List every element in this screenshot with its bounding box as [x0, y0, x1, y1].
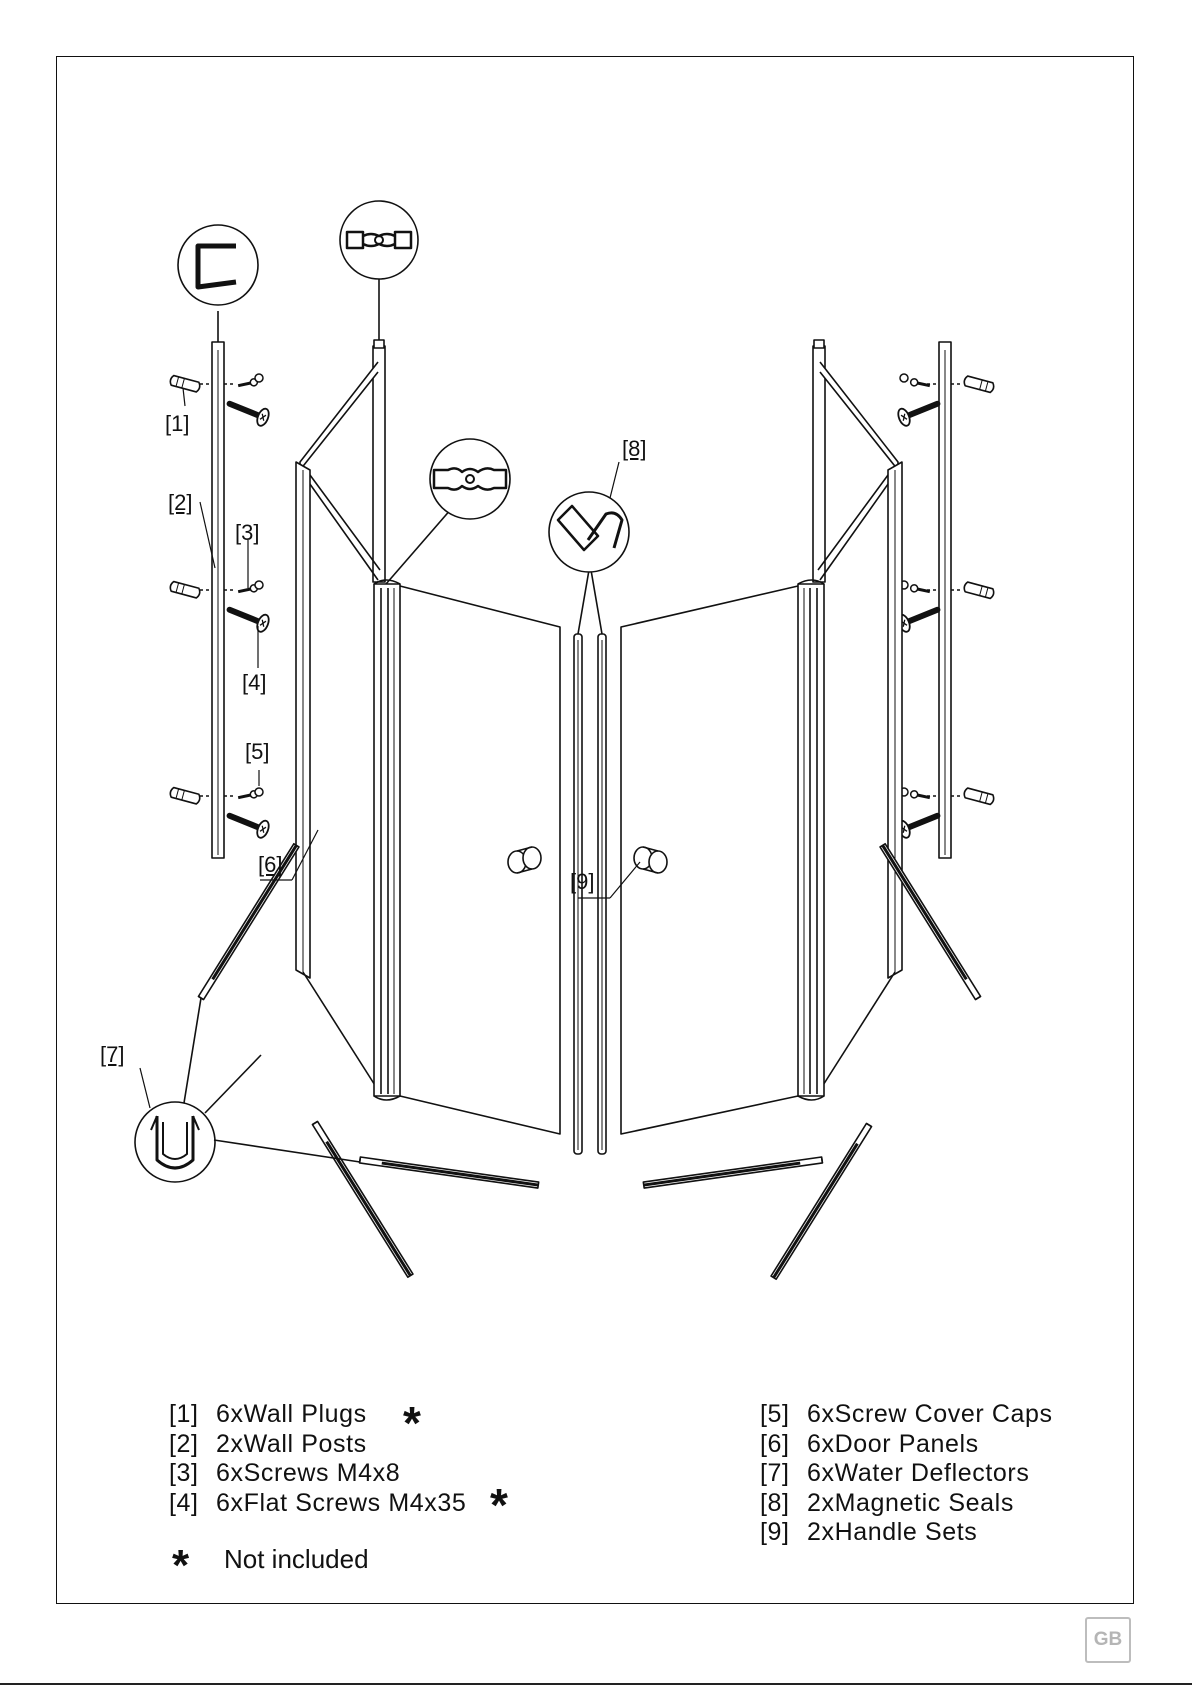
legend-code: [7]: [760, 1459, 807, 1489]
legend-code: [5]: [760, 1400, 807, 1430]
callout-6: [6]: [258, 854, 282, 876]
legend-item: [4]6xFlat Screws M4x35: [169, 1489, 466, 1519]
not-included-label: Not included: [224, 1544, 369, 1574]
callout-9: [9]: [570, 871, 594, 893]
left-panels: [296, 340, 560, 1134]
legend-item: [5]6xScrew Cover Caps: [760, 1400, 1053, 1430]
legend-text: 6xFlat Screws M4x35: [216, 1489, 466, 1517]
legend-item: [6]6xDoor Panels: [760, 1430, 1053, 1460]
callout-8: [8]: [622, 438, 646, 460]
legend-code: [9]: [760, 1518, 807, 1548]
water-deflectors: [135, 844, 981, 1279]
legend-text: 6xWall Plugs: [216, 1400, 367, 1428]
callout-1: [1]: [165, 413, 189, 435]
legend-text: 2xWall Posts: [216, 1430, 367, 1458]
right-panels: [621, 340, 902, 1134]
not-included-star-icon: *: [490, 1495, 508, 1515]
legend-item: [7]6xWater Deflectors: [760, 1459, 1053, 1489]
legend-code: [4]: [169, 1489, 216, 1519]
callout-2: [2]: [168, 492, 192, 514]
legend-text: 6xScrew Cover Caps: [807, 1400, 1053, 1428]
callout-5: [5]: [245, 741, 269, 763]
legend-item: [3]6xScrews M4x8: [169, 1459, 466, 1489]
not-included-note: *Not included: [172, 1544, 369, 1581]
legend-code: [8]: [760, 1489, 807, 1519]
legend-text: 6xDoor Panels: [807, 1430, 979, 1458]
legend-text: 6xScrews M4x8: [216, 1459, 400, 1487]
top-hinge-detail: [340, 201, 418, 340]
legend-code: [3]: [169, 1459, 216, 1489]
legend-code: [2]: [169, 1430, 216, 1460]
legend-item: [2]2xWall Posts: [169, 1430, 466, 1460]
callout-4: [4]: [242, 672, 266, 694]
star-icon: *: [172, 1551, 224, 1581]
callout-7: [7]: [100, 1044, 124, 1066]
magnetic-seals: [549, 492, 629, 1154]
legend-item: [1]6xWall Plugs: [169, 1400, 466, 1430]
parts-legend-left: [1]6xWall Plugs [2]2xWall Posts [3]6xScr…: [169, 1400, 466, 1518]
middle-hinge-detail: [386, 439, 510, 584]
legend-code: [1]: [169, 1400, 216, 1430]
callout-3: [3]: [235, 522, 259, 544]
legend-item: [9]2xHandle Sets: [760, 1518, 1053, 1548]
legend-text: 6xWater Deflectors: [807, 1459, 1029, 1487]
legend-code: [6]: [760, 1430, 807, 1460]
parts-legend-right: [5]6xScrew Cover Caps [6]6xDoor Panels […: [760, 1400, 1053, 1548]
not-included-star-icon: *: [403, 1413, 421, 1433]
legend-text: 2xHandle Sets: [807, 1518, 977, 1546]
right-wall-post: [939, 342, 951, 858]
language-badge: GB: [1085, 1617, 1131, 1663]
legend-text: 2xMagnetic Seals: [807, 1489, 1014, 1517]
legend-item: [8]2xMagnetic Seals: [760, 1489, 1053, 1519]
